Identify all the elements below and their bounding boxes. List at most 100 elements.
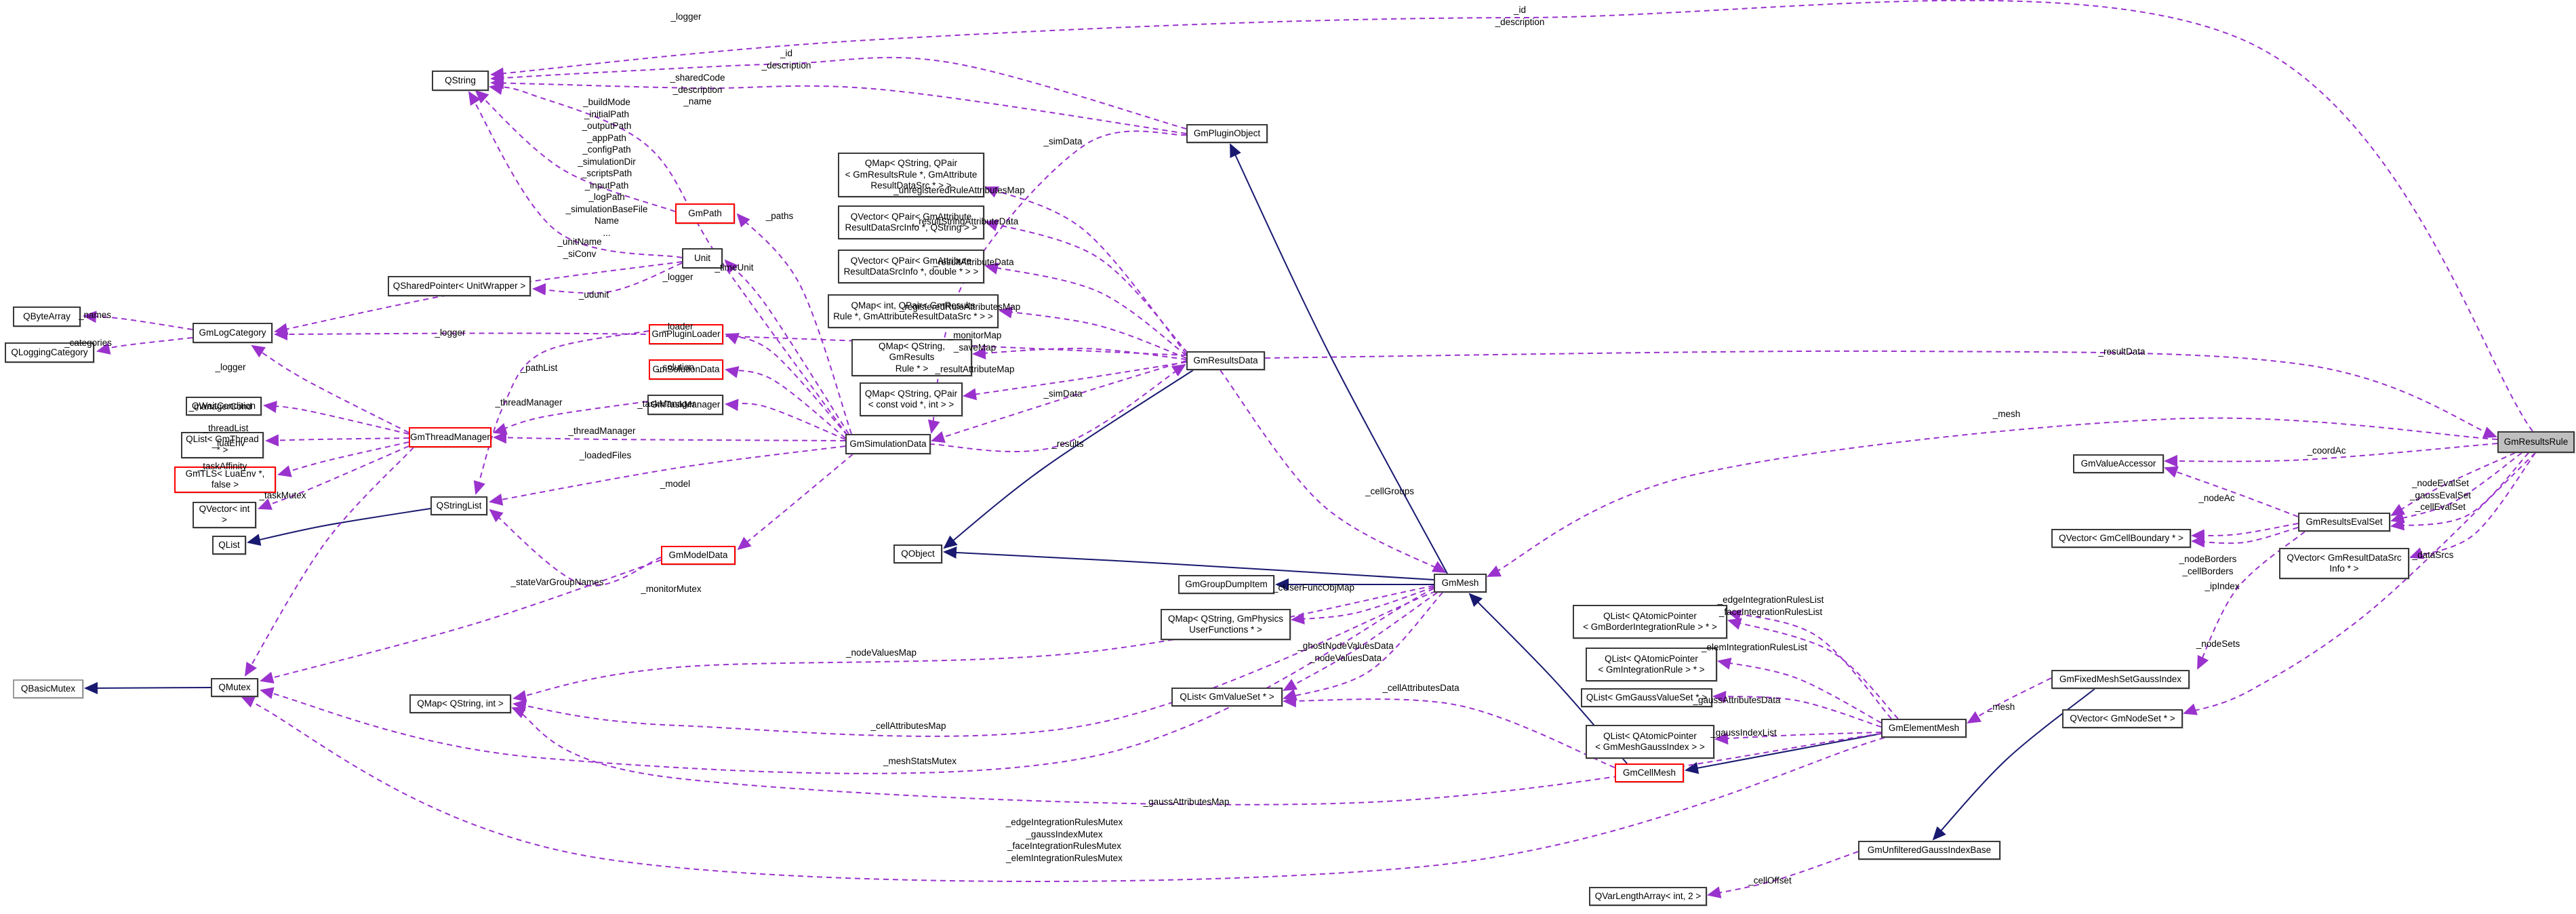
edge-label: _resultData (2098, 346, 2146, 357)
class-node-qvec-srcinfo-qstring[interactable]: QVector< QPair< GmAttribute ResultDataSr… (838, 205, 984, 239)
relation-edge (2191, 527, 2299, 548)
class-node-qbasicmutex[interactable]: QBasicMutex (13, 679, 83, 698)
relation-edge (999, 306, 1187, 359)
class-node-gmelementmesh[interactable]: GmElementMesh (1881, 719, 1967, 738)
class-node-qvec-srcinfo-double[interactable]: QVector< QPair< GmAttribute ResultDataSr… (838, 250, 984, 283)
relation-edge (1707, 851, 1859, 898)
relation-edge (251, 344, 409, 433)
edge-label: _results (1051, 439, 1084, 449)
edge-label: _nodeSets (2196, 639, 2240, 649)
class-node-gmtls[interactable]: GmTLS< LuaEnv *, false > (174, 466, 276, 493)
relation-edge (1712, 690, 1882, 728)
relation-edge (83, 311, 193, 330)
edge-label: _cellAttributesData (1382, 683, 1460, 693)
class-node-qobject[interactable]: QObject (893, 544, 942, 563)
edge-label: _nodeEvalSet _gaussEvalSet _cellEvalSet (2409, 478, 2472, 513)
class-node-gmthreadmanager[interactable]: GmThreadManager (409, 427, 491, 448)
class-node-qstringlist[interactable]: QStringList (430, 496, 487, 515)
class-node-qmap-qstring-rule[interactable]: QMap< QString, GmResults Rule * > (851, 339, 972, 377)
edge-label: _mesh (1987, 702, 2015, 712)
edge-label: _cellAttributesMap (870, 721, 946, 731)
class-node-qvector-int[interactable]: QVector< int > (193, 502, 256, 528)
class-node-gmresultsrule[interactable]: GmResultsRule (2497, 431, 2575, 453)
relation-edge (1220, 370, 1447, 573)
class-node-gmpath[interactable]: GmPath (675, 203, 735, 224)
edge-label: _logger (670, 12, 702, 22)
class-node-qmap-constvoid[interactable]: QMap< QString, QPair < const void *, int… (860, 382, 963, 416)
class-node-gmunfilteredgaussindexbase[interactable]: GmUnfilteredGaussIndexBase (1858, 841, 2000, 860)
class-node-qvec-resultdatasrcinfo[interactable]: QVector< GmResultDataSrc Info * > (2279, 548, 2409, 579)
class-node-gmfixedmeshsetgaussindex[interactable]: GmFixedMeshSetGaussIndex (2051, 670, 2190, 689)
class-node-qlist[interactable]: QList (212, 536, 246, 555)
relation-edge (1967, 677, 2052, 724)
edge-label: _gaussAttributesMap (1143, 797, 1230, 807)
class-node-gmtaskmanager[interactable]: GmTaskManager (647, 395, 723, 415)
class-node-gmgroupdumpitem[interactable]: GmGroupDumpItem (1178, 575, 1274, 594)
class-node-gmvalueaccessor[interactable]: GmValueAccessor (2073, 454, 2164, 473)
edge-label: _ghostNodeValuesData _nodeValuesData (1297, 641, 1394, 663)
class-node-qstring[interactable]: QString (432, 71, 489, 91)
edge-label: _simData (1043, 136, 1083, 146)
edge-label: _logger (662, 272, 693, 282)
class-node-gmmesh[interactable]: GmMesh (1434, 574, 1487, 593)
class-node-qmap-qstring-int[interactable]: QMap< QString, int > (409, 694, 511, 713)
edge-label: _model (660, 479, 691, 489)
class-node-gmpluginobject[interactable]: GmPluginObject (1186, 124, 1268, 143)
edge-label: _meshStatsMutex (883, 756, 957, 766)
edge-label: _threadManager (568, 426, 636, 436)
class-node-gmsolutiondata[interactable]: GmSolutionData (649, 359, 723, 380)
relation-edge (493, 431, 846, 444)
edge-label: _names (78, 310, 112, 320)
relation-edge (274, 261, 683, 336)
class-node-unit[interactable]: Unit (682, 248, 723, 269)
edge-label: _edgeIntegrationRulesList _faceIntegrati… (1717, 595, 1824, 617)
class-node-qmutex[interactable]: QMutex (211, 678, 258, 697)
relation-edge (1717, 658, 1882, 723)
class-node-gmlogcategory[interactable]: GmLogCategory (193, 323, 273, 343)
edge-label: _coordAc (2307, 445, 2346, 456)
relation-edge (277, 441, 409, 477)
class-node-qloggingcategory[interactable]: QLoggingCategory (5, 342, 94, 363)
class-node-qvarlengtharray[interactable]: QVarLengthArray< int, 2 > (1589, 887, 1707, 906)
class-node-qlist-gmvalueset[interactable]: QList< GmValueSet * > (1171, 688, 1283, 707)
class-node-qlist-meshgaussindex[interactable]: QList< QAtomicPointer < GmMeshGaussIndex… (1586, 725, 1714, 759)
class-node-qwaitcondition[interactable]: QWaitCondition (186, 397, 262, 416)
relation-edge (1264, 350, 2497, 439)
class-node-gmresultsdata[interactable]: GmResultsData (1186, 351, 1265, 370)
class-node-gmcellmesh[interactable]: GmCellMesh (1615, 763, 1684, 782)
class-node-gmmodeldata[interactable]: GmModelData (661, 546, 736, 565)
relation-edge (258, 445, 409, 510)
class-node-qbytearray[interactable]: QByteArray (13, 306, 81, 327)
relation-edge (972, 347, 1187, 360)
class-node-gmpluginloader[interactable]: GmPluginLoader (649, 324, 723, 344)
relation-edge (2191, 523, 2299, 542)
relation-edge (274, 328, 1187, 356)
relation-edge (929, 363, 1186, 453)
class-node-qlist-gaussvalueset[interactable]: QList< GmGaussValueSet * > (1581, 688, 1712, 707)
relation-edge (1727, 609, 1892, 719)
class-node-gmresultsevalset[interactable]: GmResultsEvalSet (2298, 513, 2390, 532)
edge-label: _paths (765, 211, 794, 221)
edge-label: _sharedCode _description _name (670, 73, 725, 107)
class-node-qsharedptr-unitwrapper[interactable]: QSharedPointer< UnitWrapper > (388, 276, 531, 296)
relation-edge (2390, 452, 2529, 531)
class-node-qmap-rule-attrsrc[interactable]: QMap< QString, QPair < GmResultsRule *, … (838, 153, 984, 197)
class-node-qlist-gmthread[interactable]: QList< GmThread * > (181, 432, 264, 458)
class-node-qlist-integrationrule[interactable]: QList< QAtomicPointer < GmIntegrationRul… (1586, 648, 1717, 681)
edge-label: _elemIntegrationRulesList (1701, 642, 1808, 652)
relation-edge (1283, 592, 1438, 691)
relation-edge (725, 399, 846, 440)
class-node-qmap-int-rule[interactable]: QMap< int, QPair< GmResults Rule *, GmAt… (828, 294, 999, 328)
class-node-qlist-borderrule[interactable]: QList< QAtomicPointer < GmBorderIntegrat… (1573, 605, 1727, 639)
edge-label: _nodeBorders _cellBorders (2179, 554, 2237, 576)
relation-edge (489, 83, 848, 436)
edge-label: _nodeAc (2198, 493, 2235, 503)
edge-label: _loadedFiles (579, 450, 632, 460)
class-node-qvec-cellboundary[interactable]: QVector< GmCellBoundary * > (2051, 529, 2191, 548)
class-node-gmsimulationdata[interactable]: GmSimulationData (845, 434, 931, 454)
relation-edge (1727, 618, 1899, 719)
class-node-qvec-nodeset[interactable]: QVector< GmNodeSet * > (2062, 709, 2183, 728)
class-node-qmap-physics[interactable]: QMap< QString, GmPhysics UserFunctions *… (1161, 609, 1291, 640)
relation-edge (725, 366, 846, 439)
